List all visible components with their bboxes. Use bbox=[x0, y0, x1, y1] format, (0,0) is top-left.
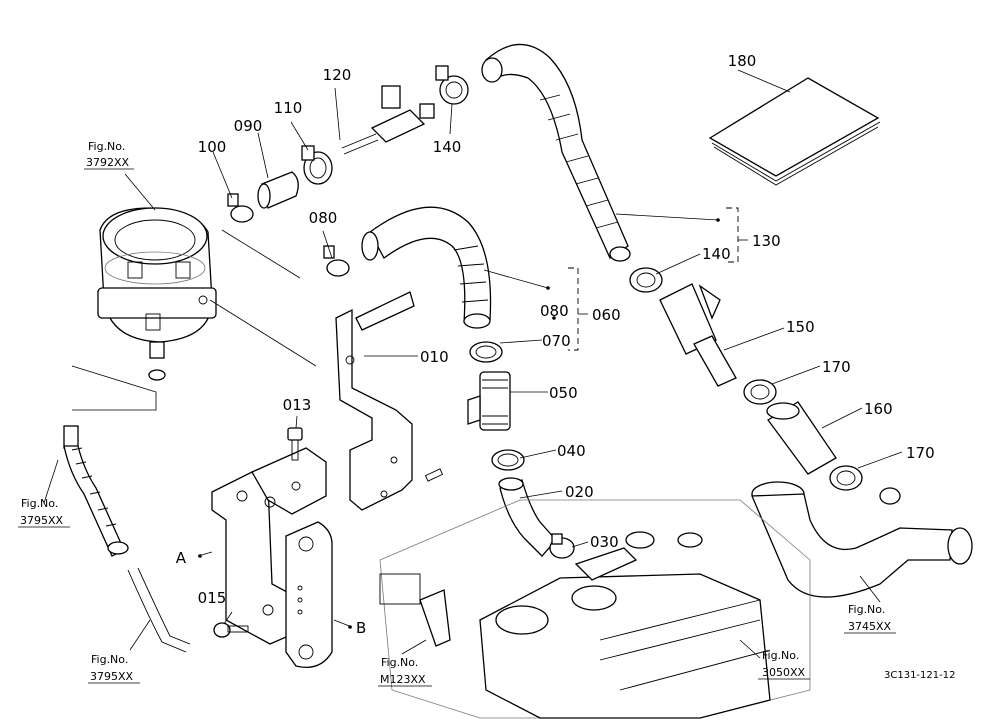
fig-ref-code: M123XX bbox=[380, 673, 426, 686]
group-dot bbox=[552, 316, 556, 320]
label-150: 150 bbox=[786, 318, 815, 336]
clamp-170-lower bbox=[829, 465, 863, 491]
label-040: 040 bbox=[557, 442, 586, 460]
label-090: 090 bbox=[234, 117, 263, 135]
fig-ref-label: Fig.No. bbox=[762, 649, 799, 662]
hose-090 bbox=[257, 171, 299, 209]
clamp-080 bbox=[323, 245, 350, 277]
leader-lines bbox=[43, 69, 903, 659]
fig-ref-label: Fig.No. bbox=[381, 656, 418, 669]
label-070: 070 bbox=[542, 332, 571, 350]
hose-130 bbox=[481, 43, 631, 262]
callout-dot bbox=[348, 625, 352, 629]
clamp-110 bbox=[301, 145, 333, 185]
label-110: 110 bbox=[274, 99, 303, 117]
callout-dot bbox=[198, 554, 202, 558]
callout-a: A bbox=[176, 549, 187, 567]
label-030: 030 bbox=[590, 533, 619, 551]
valve-150 bbox=[659, 283, 737, 387]
clamp-140-top bbox=[435, 65, 469, 105]
clamp-170-upper bbox=[743, 379, 777, 405]
label-060: 060 bbox=[592, 306, 621, 324]
label-013: 013 bbox=[283, 396, 312, 414]
label-170-upper: 170 bbox=[822, 358, 851, 376]
label-120: 120 bbox=[323, 66, 352, 84]
label-130: 130 bbox=[752, 232, 781, 250]
screw-small bbox=[424, 468, 444, 482]
clamp-040 bbox=[491, 449, 525, 471]
bracket-010 bbox=[335, 291, 415, 511]
label-140-mid: 140 bbox=[702, 245, 731, 263]
part-labels: 120 110 090 100 140 180 130 140 080 080 … bbox=[176, 52, 935, 637]
label-180: 180 bbox=[728, 52, 757, 70]
fig-ref-code: 3795XX bbox=[90, 670, 134, 683]
fig-ref-label: Fig.No. bbox=[88, 140, 125, 153]
hose-060 bbox=[361, 206, 492, 329]
fitting-050 bbox=[467, 371, 511, 431]
group-dot bbox=[716, 218, 720, 222]
label-015: 015 bbox=[198, 589, 227, 607]
air-cleaner-assembly bbox=[97, 207, 217, 381]
fig-ref-label: Fig.No. bbox=[91, 653, 128, 666]
manual-sheet bbox=[708, 77, 881, 186]
clamp-030 bbox=[549, 533, 575, 559]
label-010: 010 bbox=[420, 348, 449, 366]
label-160: 160 bbox=[864, 400, 893, 418]
drawing-code: 3C131-121-12 bbox=[884, 670, 955, 681]
hose-160 bbox=[766, 401, 837, 475]
fig-ref-label: Fig.No. bbox=[21, 497, 58, 510]
clamp-140-mid bbox=[629, 267, 663, 293]
group-brackets bbox=[568, 207, 748, 351]
label-170-lower: 170 bbox=[906, 444, 935, 462]
plate-b bbox=[285, 521, 333, 669]
bolt-015 bbox=[213, 622, 249, 638]
callout-b: B bbox=[356, 619, 366, 637]
label-080-group: 080 bbox=[540, 302, 569, 320]
group-dot bbox=[546, 286, 550, 290]
label-100: 100 bbox=[198, 138, 227, 156]
engine-block bbox=[379, 499, 811, 719]
clamp-070 bbox=[469, 341, 503, 363]
fig-ref-code: 3050XX bbox=[762, 666, 806, 679]
valve-120 bbox=[341, 85, 435, 155]
figure-references: Fig.No. 3792XX Fig.No. 3795XX Fig.No. 37… bbox=[18, 140, 955, 687]
hose-3795 bbox=[63, 425, 191, 653]
pipe-assembly bbox=[751, 481, 973, 598]
fig-ref-code: 3745XX bbox=[848, 620, 892, 633]
bolt-013 bbox=[287, 427, 303, 461]
label-020: 020 bbox=[565, 483, 594, 501]
fig-ref-code: 3792XX bbox=[86, 156, 130, 169]
label-080-upper: 080 bbox=[309, 209, 338, 227]
hose-020 bbox=[498, 477, 557, 557]
clamp-100 bbox=[227, 193, 254, 223]
fig-ref-label: Fig.No. bbox=[848, 603, 885, 616]
label-050: 050 bbox=[549, 384, 578, 402]
label-140-top: 140 bbox=[433, 138, 462, 156]
fig-ref-code: 3795XX bbox=[20, 514, 64, 527]
